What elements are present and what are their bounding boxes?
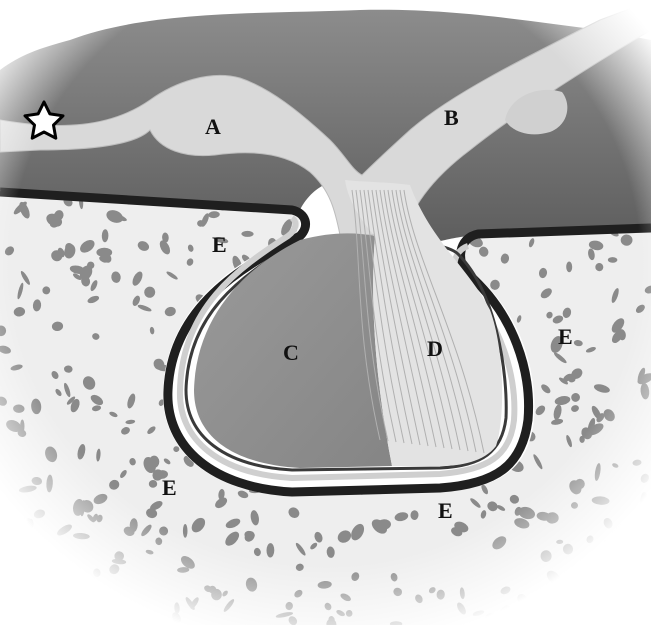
label-b: B: [444, 107, 459, 129]
label-e-upper-left: E: [212, 234, 227, 256]
label-c: C: [283, 342, 299, 364]
label-e-bottom: E: [438, 500, 453, 522]
label-a: A: [205, 116, 221, 138]
label-d: D: [427, 338, 443, 360]
label-e-right: E: [558, 326, 573, 348]
label-e-lower-left: E: [162, 477, 177, 499]
bone-pore: [183, 524, 188, 538]
bone-pore: [314, 200, 329, 216]
bone-pore: [316, 213, 327, 223]
